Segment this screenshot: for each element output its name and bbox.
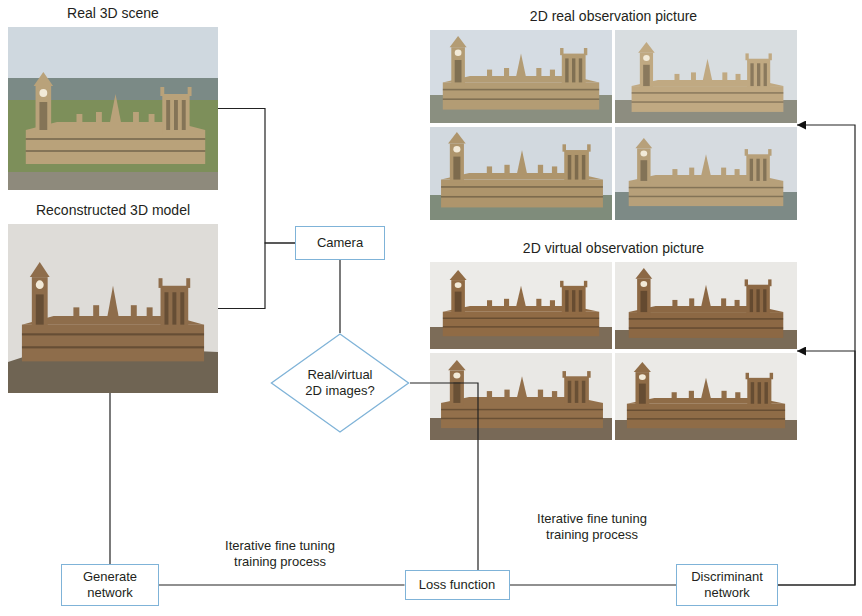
render-panel: 2D virtual observation picture <box>430 262 797 440</box>
panel-heading: 2D virtual observation picture <box>420 240 807 257</box>
connector <box>339 260 340 333</box>
photo-panel: 2D real observation picture <box>430 30 797 220</box>
connector <box>510 584 677 585</box>
connector <box>778 351 855 585</box>
edge-label: Iterative fine tuning training process <box>205 538 355 569</box>
palace <box>22 262 204 361</box>
palace <box>629 268 784 338</box>
node-label: Real/virtual 2D images? <box>299 367 381 398</box>
render <box>615 262 797 349</box>
photo <box>430 30 612 123</box>
connector <box>218 243 295 309</box>
connector <box>410 383 478 570</box>
process-box: Discriminant network <box>676 564 778 606</box>
model-panel: Reconstructed 3D model <box>8 224 218 393</box>
photo <box>430 127 612 220</box>
panel-heading: Reconstructed 3D model <box>0 202 228 219</box>
node-label: Generate network <box>70 569 150 600</box>
palace <box>629 138 784 206</box>
render <box>615 353 797 440</box>
connector <box>159 584 405 585</box>
palace <box>441 132 603 207</box>
virtual-render-grid <box>430 262 797 440</box>
street <box>8 172 218 190</box>
palace <box>26 72 205 164</box>
node-label: Camera <box>317 235 363 251</box>
render <box>430 353 612 440</box>
node-label: Discriminant network <box>685 569 769 600</box>
render <box>430 262 612 349</box>
sky <box>8 27 218 190</box>
model-render <box>8 224 218 393</box>
process-box: Camera <box>295 226 385 260</box>
palace <box>443 36 599 110</box>
process-box: Generate network <box>61 564 159 606</box>
palace <box>441 360 603 428</box>
panel-heading: 2D real observation picture <box>420 8 807 25</box>
scene-photo <box>8 27 218 190</box>
decision-diamond: Real/virtual 2D images? <box>270 333 410 433</box>
panel-heading: Real 3D scene <box>0 5 228 22</box>
palace <box>632 42 784 112</box>
node-label: Loss function <box>419 577 496 593</box>
photo-panel: Real 3D scene <box>8 27 218 190</box>
process-box: Loss function <box>405 570 510 600</box>
photo <box>615 30 797 123</box>
palace <box>443 270 599 336</box>
edge-label: Iterative fine tuning training process <box>517 511 667 542</box>
photo <box>615 127 797 220</box>
connector <box>109 393 110 564</box>
connector <box>778 125 855 585</box>
model-background <box>8 224 218 393</box>
palace <box>627 362 785 428</box>
real-photo-grid <box>430 30 797 220</box>
diamond-shape <box>271 334 408 432</box>
connector <box>218 109 295 244</box>
